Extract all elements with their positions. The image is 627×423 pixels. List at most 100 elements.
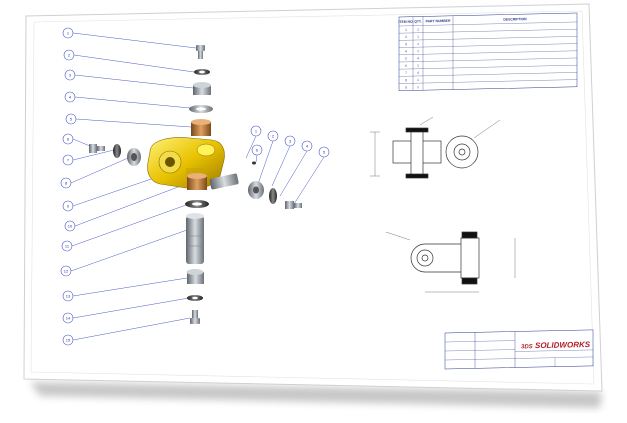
part-nut-top [193,82,211,95]
balloon-label: 5 [323,149,326,154]
balloon-column-right: 1 2 3 4 5 6 [245,125,330,205]
balloon [318,146,330,158]
balloon-leader [70,229,188,272]
svg-text:SOLIDWORKS: SOLIDWORKS [535,340,591,350]
bom-cell: 4 [405,49,407,53]
balloon-label: 14 [66,315,71,320]
bom-cell: 6 [405,64,407,68]
balloon-label: 2 [68,52,71,57]
balloon-leader [74,96,191,109]
balloon-leader [279,150,308,197]
bom-header-cell: QTY. [414,19,422,23]
balloon-leader [72,138,91,147]
balloon-label: 4 [69,94,72,99]
balloon [60,265,72,277]
bom-cell: 4 [417,71,419,75]
bom-cell: 2 [405,35,407,39]
balloon-label: 1 [67,30,70,35]
orthographic-view-bottom [385,231,516,293]
part-left-screw [89,144,105,153]
balloon-label: 1 [255,128,258,133]
balloon-leader [245,135,257,159]
title-block: 3DS SOLIDWORKS [444,329,594,370]
balloon-leader [271,145,291,187]
bom-cell: 1 [417,42,419,46]
balloon [62,133,74,145]
bom-cell: 1 [417,85,419,89]
svg-text:3DS: 3DS [521,344,533,350]
part-bottom-screw [190,310,200,324]
bom-cell: 1 [405,28,407,32]
part-bushing-top [191,119,211,136]
bom-cell: 5 [405,57,407,61]
balloon [62,154,74,166]
balloon-label: 4 [306,143,309,148]
balloon [64,91,76,103]
balloon [251,144,263,156]
balloon [267,130,279,142]
bom-cell: 9 [405,85,407,89]
part-shaft [186,213,204,264]
bom-frame [398,12,578,92]
part-right-pin [209,161,256,190]
balloon [62,27,74,39]
balloon-label: 6 [256,147,259,152]
part-right-washer [269,188,277,204]
bom-cell: 4 [417,56,419,60]
balloon [62,312,74,324]
balloon-label: 2 [272,133,275,138]
drawing-sheet [23,3,603,392]
balloon-label: 8 [65,180,68,185]
balloon-leader [72,297,190,319]
balloon-label: 10 [68,223,73,228]
bom-header-cell: DESCRIPTION [503,17,527,22]
balloon-leader [71,204,187,247]
balloon [284,135,296,147]
balloon-leader [257,140,274,185]
balloon-leader [70,157,129,184]
balloon-leader [72,277,188,297]
bom-cell: 7 [405,71,407,75]
balloon-label: 3 [289,138,292,143]
bom-cell: 1 [417,64,419,68]
orthographic-view-top [370,116,501,179]
bom-header-cell: ITEM NO. [398,20,413,24]
balloon-label: 13 [66,293,71,298]
bom-cell: 1 [417,49,419,53]
balloon-label: 15 [66,337,71,342]
balloon-leader [75,118,192,128]
balloon [250,125,262,137]
balloon [64,69,76,81]
balloon-label: 11 [65,243,70,248]
balloon-leader [293,156,325,205]
sheet-border [30,10,595,385]
balloon-label: 3 [69,72,72,77]
bom-cell: 1 [417,35,419,39]
balloon [65,113,77,125]
bill-of-materials-table: ITEM NO.QTY. PART NUMBER DESCRIPTION 1 1 2 1 3 1… [398,12,578,92]
part-nut-bottom [186,269,204,284]
part-bushing-bottom [187,173,207,190]
bom-cell: 3 [405,42,407,46]
balloon [64,220,76,232]
balloon-label: 5 [70,116,73,121]
bom-cell: 8 [405,78,407,82]
balloon-label: 7 [67,157,70,162]
part-right-screw [285,201,302,209]
balloon-leader [74,183,187,227]
balloon-leader [255,154,258,163]
balloon [301,140,313,152]
balloon [62,290,74,302]
bom-header-cell: PART NUMBER [426,19,451,24]
balloon-label: 12 [64,268,69,273]
balloon-leader [72,32,197,49]
balloon-leader [72,177,155,207]
balloon-leader [72,149,115,161]
balloon [61,240,73,252]
solidworks-logo: 3DS SOLIDWORKS [521,340,591,350]
sheet-shadow [30,382,602,408]
balloon-label: 9 [67,203,70,208]
balloon [62,200,74,212]
